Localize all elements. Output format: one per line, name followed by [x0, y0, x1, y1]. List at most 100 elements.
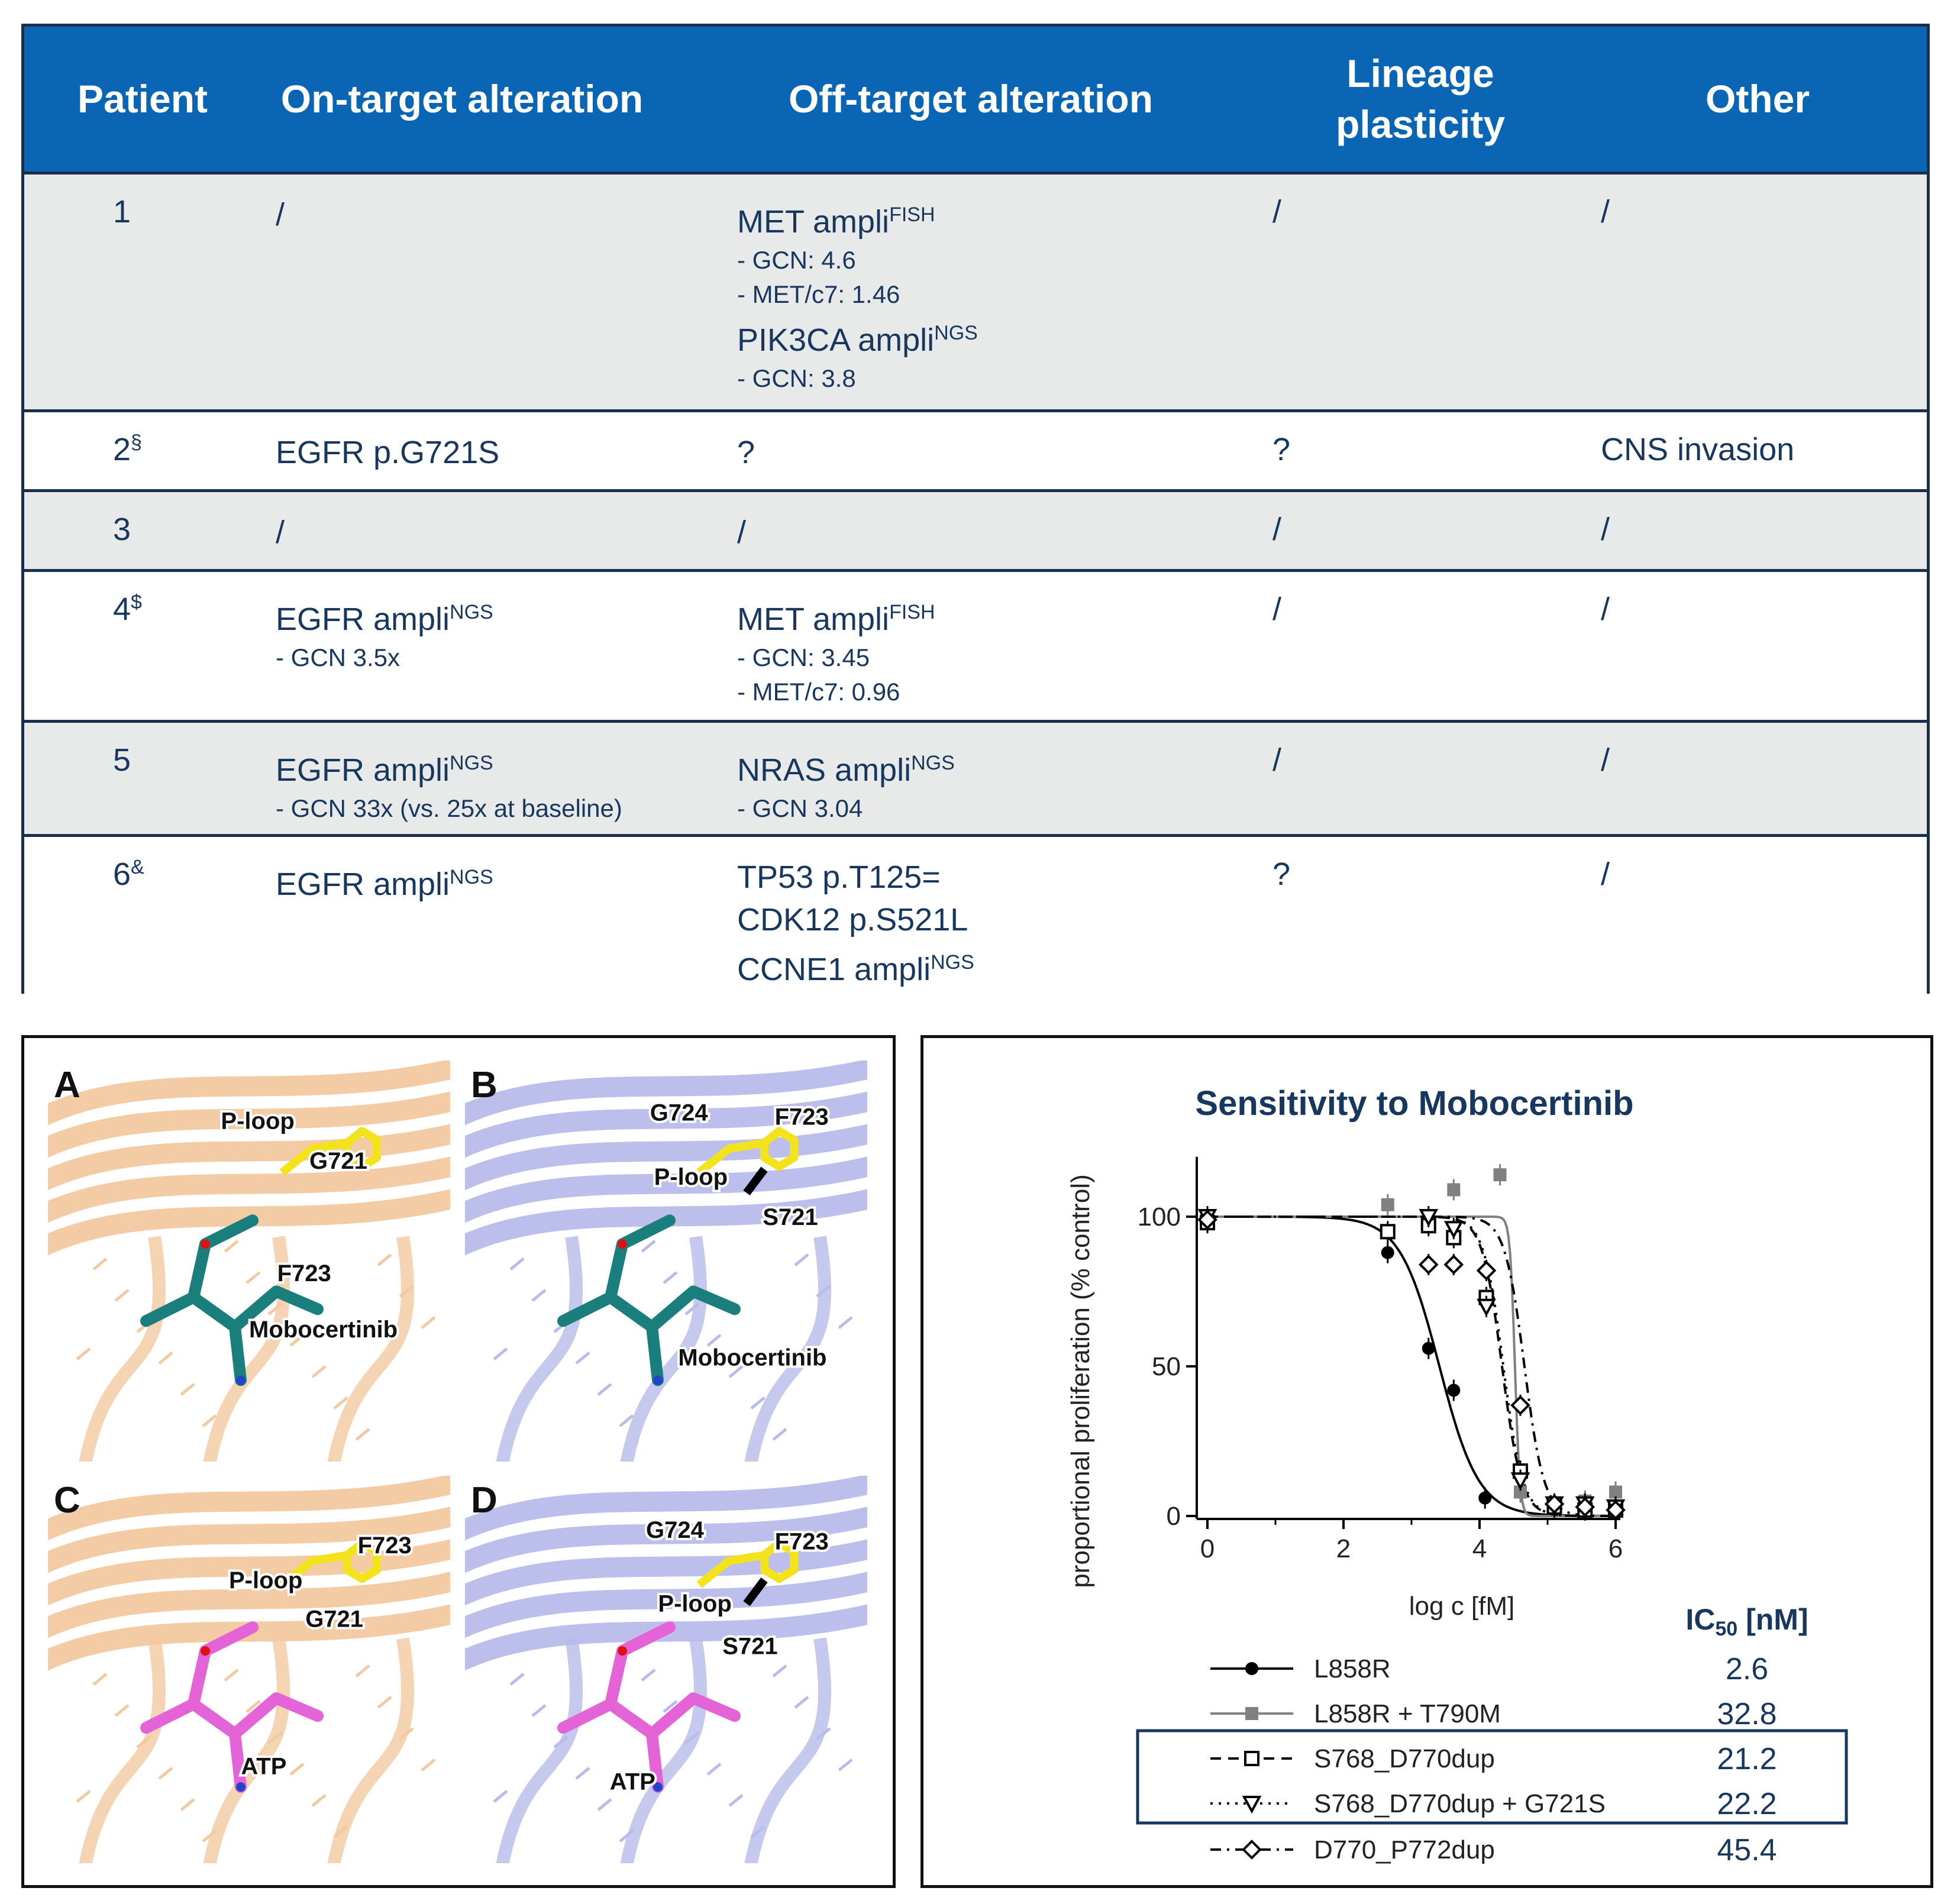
on-target-cell: EGFR p.G721S — [276, 431, 499, 474]
on-target-detail: - GCN 33x (vs. 25x at baseline) — [276, 794, 622, 822]
off-target-text: / — [737, 515, 747, 550]
fit-curve — [1207, 1216, 1616, 1517]
data-point — [1606, 1500, 1626, 1520]
table-row: 3//// — [24, 489, 1927, 569]
residue-label: F723 — [277, 1260, 331, 1286]
off-target-detail: - MET/c7: 1.46 — [737, 280, 900, 308]
ic50-value: 22.2 — [1717, 1787, 1777, 1821]
header-on-target: On-target alteration — [280, 77, 644, 121]
data-point — [1476, 1260, 1497, 1281]
y-tick-label: 100 — [1138, 1202, 1181, 1231]
ic50-value: 45.4 — [1717, 1833, 1777, 1867]
data-point — [1609, 1485, 1622, 1499]
on-target-cell: EGFR ampliNGS- GCN 33x (vs. 25x at basel… — [276, 742, 622, 826]
data-point — [1381, 1198, 1394, 1211]
on-target-text: / — [276, 197, 285, 232]
fit-curve — [1207, 1216, 1616, 1517]
residue-label: F723 — [775, 1104, 829, 1130]
on-target-text: EGFR p.G721S — [276, 435, 500, 470]
residue-label: P-loop — [654, 1164, 728, 1190]
residue-label: ATP — [241, 1753, 286, 1779]
structure-panel-letter: C — [54, 1480, 80, 1521]
legend-marker — [1242, 1840, 1262, 1860]
patient-footnote-mark: § — [131, 431, 142, 454]
ic50-value: 21.2 — [1717, 1742, 1777, 1776]
header-other: Other — [1705, 77, 1810, 121]
patient-cell: 3 — [113, 511, 131, 548]
off-target-text: CCNE1 ampliNGS — [737, 951, 974, 987]
off-target-detail: - GCN: 3.45 — [737, 644, 870, 671]
data-point — [1493, 1168, 1507, 1182]
off-target-cell: ? — [737, 431, 755, 474]
method-superscript: NGS — [450, 866, 493, 888]
data-point — [1510, 1395, 1530, 1415]
header-lineage-line2: plasticity — [1335, 102, 1506, 146]
other-cell: / — [1601, 742, 1610, 778]
y-axis-label: proportional proliferation (% control) — [1066, 1174, 1095, 1588]
legend-label: S768_D770dup — [1314, 1744, 1495, 1773]
patient-footnote-mark: & — [131, 856, 144, 878]
off-target-detail: - GCN: 4.6 — [737, 246, 856, 274]
off-target-cell: MET ampliFISH- GCN: 3.45- MET/c7: 0.96 — [737, 591, 935, 709]
data-point — [1381, 1246, 1394, 1259]
on-target-text: EGFR ampliNGS — [276, 866, 493, 902]
residue-label: G724 — [646, 1517, 705, 1543]
structure-panel-letter: B — [471, 1065, 498, 1105]
chart-title: Sensitivity to Mobocertinib — [1195, 1084, 1633, 1123]
other-cell: / — [1601, 591, 1610, 627]
ic50-value: 2.6 — [1726, 1652, 1768, 1686]
off-target-text: MET ampliFISH — [737, 203, 935, 240]
off-target-text: NRAS ampliNGS — [737, 752, 955, 788]
data-point — [1443, 1221, 1464, 1239]
off-target-text: ? — [737, 435, 755, 470]
lineage-cell: / — [1272, 194, 1282, 229]
fit-curve — [1207, 1216, 1616, 1517]
on-target-cell: / — [276, 193, 285, 236]
data-point — [1510, 1472, 1530, 1491]
residue-label: ATP — [610, 1769, 655, 1795]
patient-cell: 4$ — [113, 591, 142, 628]
header-lineage: Lineage plasticity — [1237, 48, 1604, 150]
data-point — [1544, 1494, 1565, 1514]
legend-label: L858R + T790M — [1314, 1699, 1501, 1728]
on-target-cell: EGFR ampliNGS — [276, 856, 493, 906]
residue-label: G721 — [309, 1148, 367, 1174]
off-target-text: TP53 p.T125= — [737, 859, 941, 895]
lineage-cell: ? — [1272, 432, 1291, 467]
residue-label: S721 — [763, 1204, 818, 1230]
residue-label: S721 — [722, 1633, 777, 1659]
data-point — [1575, 1496, 1596, 1517]
alterations-table: Patient On-target alteration Off-target … — [21, 24, 1930, 994]
residue-label: G724 — [650, 1100, 709, 1126]
chart-panel: Sensitivity to Mobocertinib proportional… — [921, 1035, 1933, 1888]
patient-number: 1 — [113, 194, 131, 229]
method-superscript: FISH — [889, 601, 935, 623]
lineage-cell: / — [1272, 742, 1282, 778]
lineage-cell: / — [1272, 512, 1282, 547]
x-tick-label: 4 — [1472, 1534, 1487, 1563]
data-point — [1197, 1210, 1217, 1230]
off-target-cell: TP53 p.T125= CDK12 p.S521L CCNE1 ampliNGS — [737, 856, 974, 991]
y-tick-label: 0 — [1167, 1502, 1181, 1531]
legend-marker — [1245, 1662, 1258, 1675]
residue-label: Mobocertinib — [249, 1317, 398, 1343]
x-axis-label: log c [fM] — [1409, 1592, 1515, 1621]
data-point — [1514, 1485, 1527, 1499]
ic50-value: 32.8 — [1717, 1697, 1777, 1731]
x-tick-label: 6 — [1609, 1534, 1623, 1563]
other-cell: / — [1601, 512, 1610, 547]
off-target-detail: - GCN: 3.8 — [737, 364, 856, 392]
header-off-target: Off-target alteration — [788, 77, 1154, 121]
off-target-text: PIK3CA ampliNGS — [737, 322, 978, 358]
lineage-cell: / — [1272, 591, 1282, 627]
legend-marker — [1244, 1751, 1259, 1766]
data-point — [1477, 1298, 1496, 1317]
off-target-detail: - GCN 3.04 — [737, 794, 863, 822]
data-point — [1478, 1491, 1492, 1505]
x-tick-label: 2 — [1336, 1534, 1351, 1563]
off-target-text: CDK12 p.S521L — [737, 902, 968, 938]
residue-label: F723 — [358, 1533, 412, 1559]
other-cell: / — [1601, 194, 1610, 229]
